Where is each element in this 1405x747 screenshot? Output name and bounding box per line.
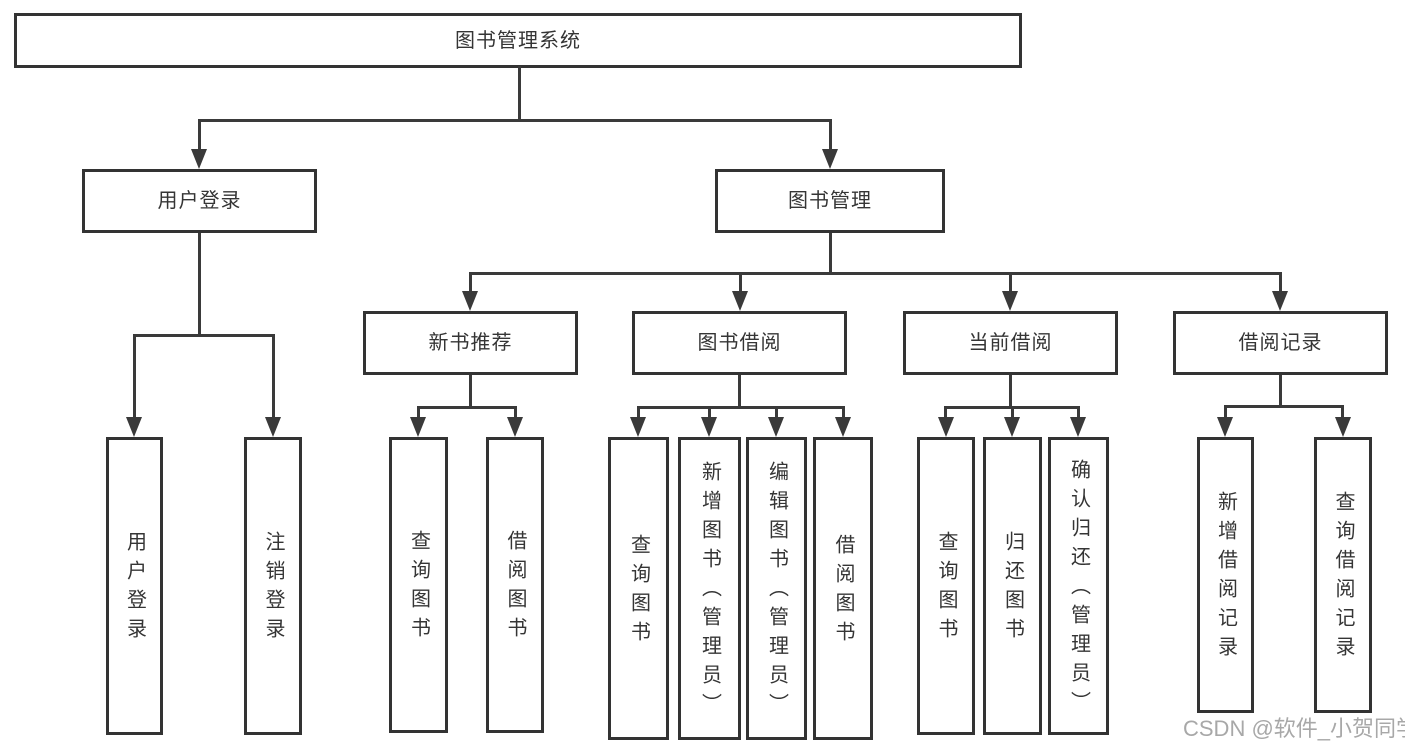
leaf-borrow-add-book-admin: 新增图书（管理员） — [678, 437, 741, 740]
node-book-management: 图书管理 — [715, 169, 945, 233]
connector-sec4-stem — [1279, 375, 1282, 408]
connector-sec2-drop-1 — [637, 406, 640, 420]
node-current-borrow: 当前借阅 — [903, 311, 1118, 375]
connector-userlogin-split — [133, 334, 275, 337]
leaf-record-add-record: 新增借阅记录 — [1197, 437, 1254, 713]
arrow-down-icon — [701, 417, 717, 437]
leaf-borrow-borrow-book: 借阅图书 — [813, 437, 873, 740]
connector-root-right-drop — [829, 119, 832, 151]
leaf-recommend-borrow-book: 借阅图书 — [486, 437, 544, 733]
leaf-logout-login: 注销登录 — [244, 437, 302, 735]
arrow-down-icon — [1272, 291, 1288, 311]
arrow-down-icon — [938, 417, 954, 437]
watermark: CSDN @软件_小贺同学 — [1183, 716, 1405, 741]
connector-root-stem — [518, 66, 521, 121]
connector-bookmgmt-split — [469, 272, 1282, 275]
node-borrow-records: 借阅记录 — [1173, 311, 1388, 375]
arrow-down-icon — [1070, 417, 1086, 437]
leaf-record-query-record: 查询借阅记录 — [1314, 437, 1372, 713]
connector-bookmgmt-stem — [829, 233, 832, 275]
connector-sec1-drop-1 — [417, 406, 420, 420]
arrow-down-icon — [630, 417, 646, 437]
arrow-down-icon — [462, 291, 478, 311]
node-new-book-recommend: 新书推荐 — [363, 311, 578, 375]
connector-userlogin-left-drop — [133, 334, 136, 419]
connector-userlogin-stem — [198, 233, 201, 337]
node-book-borrow: 图书借阅 — [632, 311, 847, 375]
connector-sec2-drop-4 — [842, 406, 845, 420]
connector-sec4-split — [1224, 405, 1344, 408]
connector-root-split — [198, 119, 832, 122]
connector-sec2-stem — [738, 375, 741, 409]
leaf-current-query-book: 查询图书 — [917, 437, 975, 735]
connector-bookmgmt-drop-3 — [1009, 272, 1012, 294]
leaf-current-return-book: 归还图书 — [983, 437, 1042, 735]
arrow-down-icon — [768, 417, 784, 437]
connector-sec2-drop-3 — [775, 406, 778, 420]
connector-root-left-drop — [198, 119, 201, 151]
connector-sec4-drop-1 — [1224, 405, 1227, 420]
connector-sec3-drop-3 — [1077, 406, 1080, 420]
connector-sec2-drop-2 — [708, 406, 711, 420]
leaf-borrow-edit-book-admin: 编辑图书（管理员） — [746, 437, 807, 740]
arrow-down-icon — [822, 149, 838, 169]
arrow-down-icon — [507, 417, 523, 437]
connector-sec1-drop-2 — [514, 406, 517, 420]
arrow-down-icon — [410, 417, 426, 437]
connector-sec3-drop-1 — [944, 406, 947, 420]
arrow-down-icon — [835, 417, 851, 437]
arrow-down-icon — [126, 417, 142, 437]
arrow-down-icon — [1335, 417, 1351, 437]
arrow-down-icon — [1217, 417, 1233, 437]
connector-sec1-stem — [469, 375, 472, 409]
connector-sec3-drop-2 — [1011, 406, 1014, 420]
leaf-current-confirm-return-admin: 确认归还（管理员） — [1048, 437, 1109, 735]
leaf-recommend-query-book: 查询图书 — [389, 437, 448, 733]
connector-bookmgmt-drop-4 — [1279, 272, 1282, 294]
connector-sec1-split — [417, 406, 517, 409]
connector-sec3-stem — [1009, 375, 1012, 409]
arrow-down-icon — [1002, 291, 1018, 311]
connector-bookmgmt-drop-2 — [739, 272, 742, 294]
leaf-user-login: 用户登录 — [106, 437, 163, 735]
connector-sec2-split — [637, 406, 845, 409]
node-user-login: 用户登录 — [82, 169, 317, 233]
leaf-borrow-query-book: 查询图书 — [608, 437, 669, 740]
node-library-system: 图书管理系统 — [14, 13, 1022, 68]
arrow-down-icon — [265, 417, 281, 437]
connector-userlogin-right-drop — [272, 334, 275, 419]
arrow-down-icon — [1004, 417, 1020, 437]
arrow-down-icon — [732, 291, 748, 311]
connector-bookmgmt-drop-1 — [469, 272, 472, 294]
arrow-down-icon — [191, 149, 207, 169]
connector-sec4-drop-2 — [1341, 405, 1344, 420]
